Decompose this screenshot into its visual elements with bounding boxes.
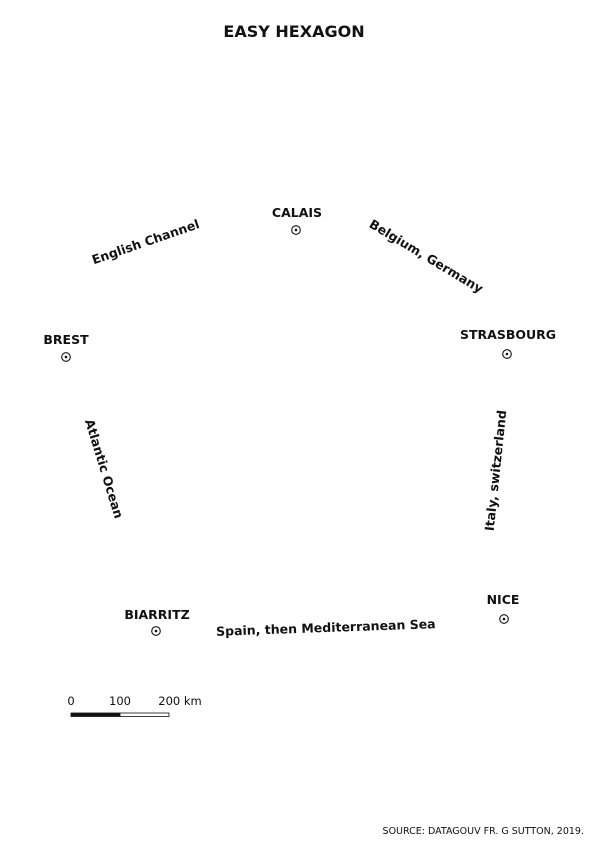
city-marker-calais-icon xyxy=(291,225,301,235)
city-label-brest: BREST xyxy=(43,332,89,347)
city-brest: BREST xyxy=(43,332,89,362)
scale-segment-filled xyxy=(70,712,121,717)
map-title: EASY HEXAGON xyxy=(223,22,364,41)
city-nice: NICE xyxy=(487,592,520,624)
city-marker-biarritz-icon xyxy=(151,626,161,636)
city-strasbourg: STRASBOURG xyxy=(460,327,556,359)
city-label-nice: NICE xyxy=(487,592,520,607)
border-label-english-channel: English Channel xyxy=(90,216,201,267)
city-label-calais: CALAIS xyxy=(272,205,322,220)
scale-bar: 0 100 200 km xyxy=(67,694,202,717)
source-credit: SOURCE: DATAGOUV FR. G SUTTON, 2019. xyxy=(383,826,584,837)
border-label-belgium-germany: Belgium, Germany xyxy=(367,216,486,296)
city-marker-strasbourg-icon xyxy=(502,349,512,359)
border-label-italy-switzerland: Italy, switzerland xyxy=(482,409,510,531)
scale-segment-empty xyxy=(119,712,170,717)
border-label-atlantic-ocean: Atlantic Ocean xyxy=(82,417,126,520)
city-marker-brest-icon xyxy=(61,352,71,362)
city-label-strasbourg: STRASBOURG xyxy=(460,327,556,342)
border-label-spain-mediterranean: Spain, then Mediterranean Sea xyxy=(216,616,436,639)
city-marker-nice-icon xyxy=(499,614,509,624)
scale-label-100: 100 xyxy=(109,694,131,708)
city-calais: CALAIS xyxy=(272,205,322,235)
city-biarritz: BIARRITZ xyxy=(124,607,190,636)
scale-label-0: 0 xyxy=(67,694,74,708)
scale-label-200: 200 km xyxy=(158,694,201,708)
city-label-biarritz: BIARRITZ xyxy=(124,607,189,622)
